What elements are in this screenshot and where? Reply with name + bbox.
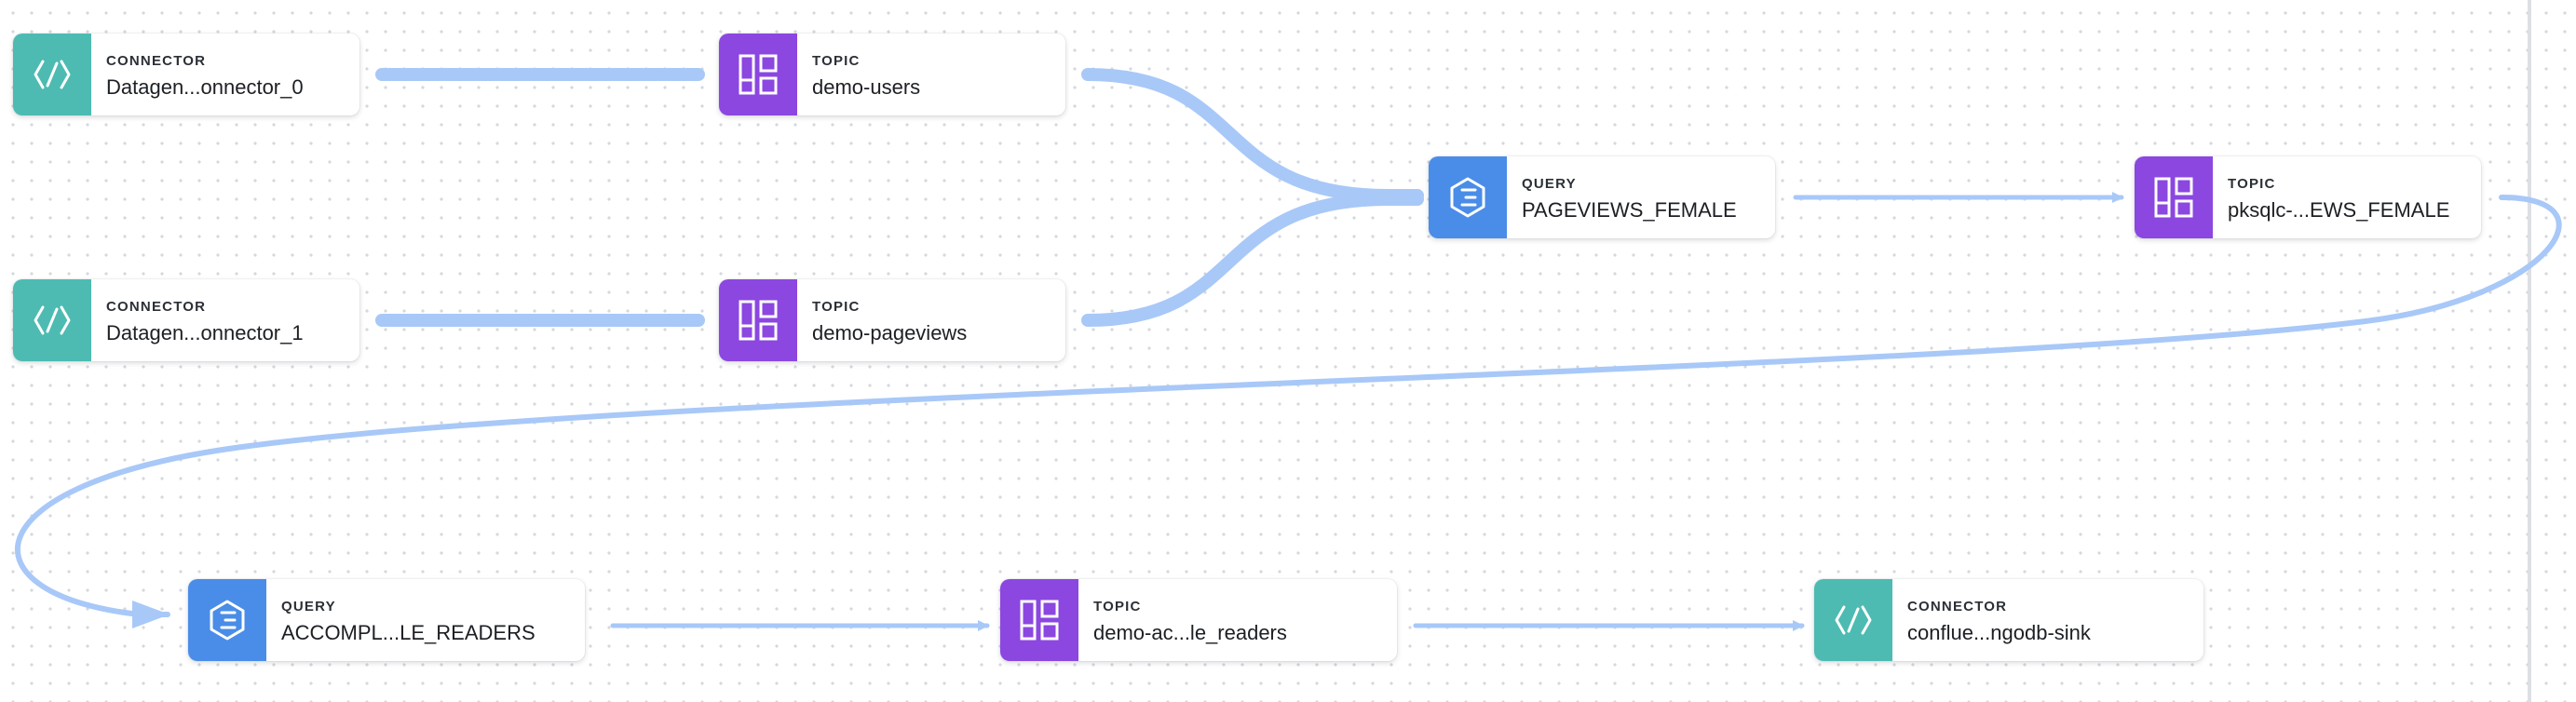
connector-tile: [1814, 579, 1892, 661]
node-connector-mongodb-sink[interactable]: CONNECTOR conflue...ngodb-sink: [1814, 579, 2203, 661]
node-label: Datagen...onnector_0: [106, 75, 304, 99]
connector-tile: [13, 34, 91, 115]
node-label: demo-pageviews: [812, 321, 968, 344]
edge-demo-users-to-query: [1081, 68, 1424, 202]
topic-tile: [1000, 579, 1078, 661]
connector-icon: [34, 60, 71, 89]
topic-icon: [739, 300, 778, 341]
node-label: Datagen...onnector_1: [106, 321, 304, 344]
node-kind: CONNECTOR: [106, 53, 207, 69]
node-label: PAGEVIEWS_FEMALE: [1522, 198, 1737, 222]
node-topic-pksqlc-pageviews-female[interactable]: TOPIC pksqlc-...EWS_FEMALE: [2135, 156, 2481, 238]
topic-tile: [2135, 156, 2213, 238]
node-topic-demo-users[interactable]: TOPIC demo-users: [719, 34, 1065, 115]
topic-tile: [719, 34, 797, 115]
query-tile: [1429, 156, 1507, 238]
node-kind: TOPIC: [812, 53, 861, 69]
node-query-pageviews-female[interactable]: QUERY PAGEVIEWS_FEMALE: [1429, 156, 1775, 238]
node-datagen-connector-1[interactable]: CONNECTOR Datagen...onnector_1: [13, 279, 359, 361]
canvas-right-border: [2528, 0, 2531, 702]
topic-tile: [719, 279, 797, 361]
connector-icon: [1835, 605, 1872, 635]
query-icon: [210, 600, 245, 641]
node-kind: CONNECTOR: [1907, 599, 2008, 614]
query-tile: [188, 579, 266, 661]
node-kind: TOPIC: [812, 299, 861, 315]
connector-tile: [13, 279, 91, 361]
topic-icon: [739, 54, 778, 95]
node-label: ACCOMPL...LE_READERS: [281, 621, 536, 644]
node-kind: TOPIC: [1093, 599, 1142, 614]
edge-pksqlc-topic-to-accomplished-query: [14, 195, 2562, 628]
topic-icon: [1020, 600, 1059, 641]
node-kind: QUERY: [1522, 176, 1577, 192]
node-topic-demo-pageviews[interactable]: TOPIC demo-pageviews: [719, 279, 1065, 361]
query-icon: [1450, 177, 1485, 218]
node-label: demo-ac...le_readers: [1093, 621, 1287, 644]
node-label: demo-users: [812, 75, 921, 99]
node-kind: TOPIC: [2228, 176, 2276, 192]
topic-icon: [2154, 177, 2193, 218]
edge-demo-pageviews-to-query: [1081, 193, 1424, 327]
node-kind: CONNECTOR: [106, 299, 207, 315]
node-label: pksqlc-...EWS_FEMALE: [2228, 198, 2450, 222]
connector-icon: [34, 305, 71, 335]
node-kind: QUERY: [281, 599, 336, 614]
node-topic-demo-accomplished-female-readers[interactable]: TOPIC demo-ac...le_readers: [1000, 579, 1397, 661]
node-label: conflue...ngodb-sink: [1907, 621, 2091, 644]
node-query-accomplished-female-readers[interactable]: QUERY ACCOMPL...LE_READERS: [188, 579, 585, 661]
node-datagen-connector-0[interactable]: CONNECTOR Datagen...onnector_0: [13, 34, 359, 115]
